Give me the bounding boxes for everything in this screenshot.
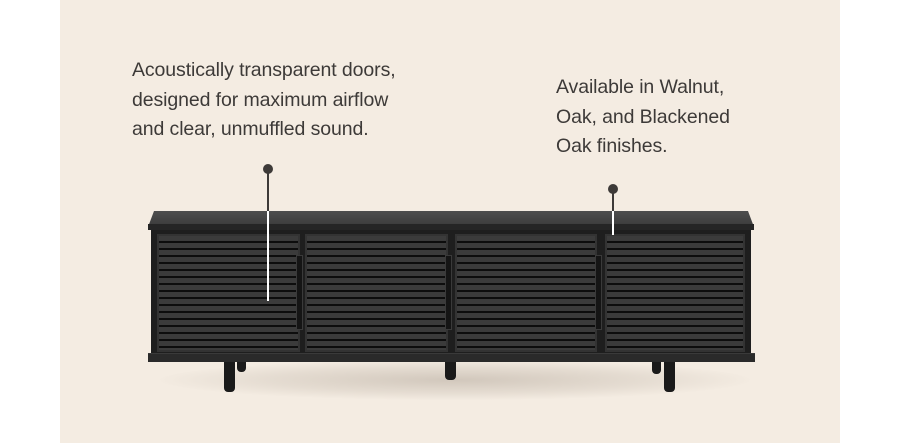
leg-front-left [224, 358, 235, 392]
callout-line-finishes [612, 190, 614, 211]
leg-front-right [664, 358, 675, 392]
annotation-line: Oak, and Blackened [556, 105, 730, 128]
console-base [148, 353, 755, 362]
door-3 [455, 234, 597, 352]
callout-line-doors-overlay [267, 211, 269, 301]
callout-dot-doors [263, 164, 273, 174]
callout-dot-finishes [608, 184, 618, 194]
annotation-line: Oak finishes. [556, 135, 668, 157]
door-handle [445, 255, 452, 330]
annotation-line: Available in Walnut, [556, 76, 725, 98]
leg-back-left [237, 358, 246, 372]
leg-back-right [652, 358, 661, 374]
leg-center [445, 358, 456, 380]
console-top-edge [148, 224, 754, 230]
door-handle [595, 255, 602, 330]
callout-line-finishes-overlay [612, 211, 614, 235]
door-2 [305, 234, 448, 352]
door-handle [296, 255, 303, 330]
door-1 [157, 234, 300, 352]
annotation-line: and clear, unmuffled sound. [132, 118, 369, 140]
annotation-line: designed for maximum airflow [132, 88, 389, 111]
callout-line-doors [267, 170, 269, 211]
door-4 [605, 234, 745, 352]
annotation-doors: Acoustically transparent doors, designed… [132, 56, 462, 145]
annotation-finishes: Available in Walnut, Oak, and Blackened … [556, 73, 786, 162]
console-top [148, 211, 754, 227]
annotation-line: Acoustically transparent doors, [132, 59, 396, 81]
